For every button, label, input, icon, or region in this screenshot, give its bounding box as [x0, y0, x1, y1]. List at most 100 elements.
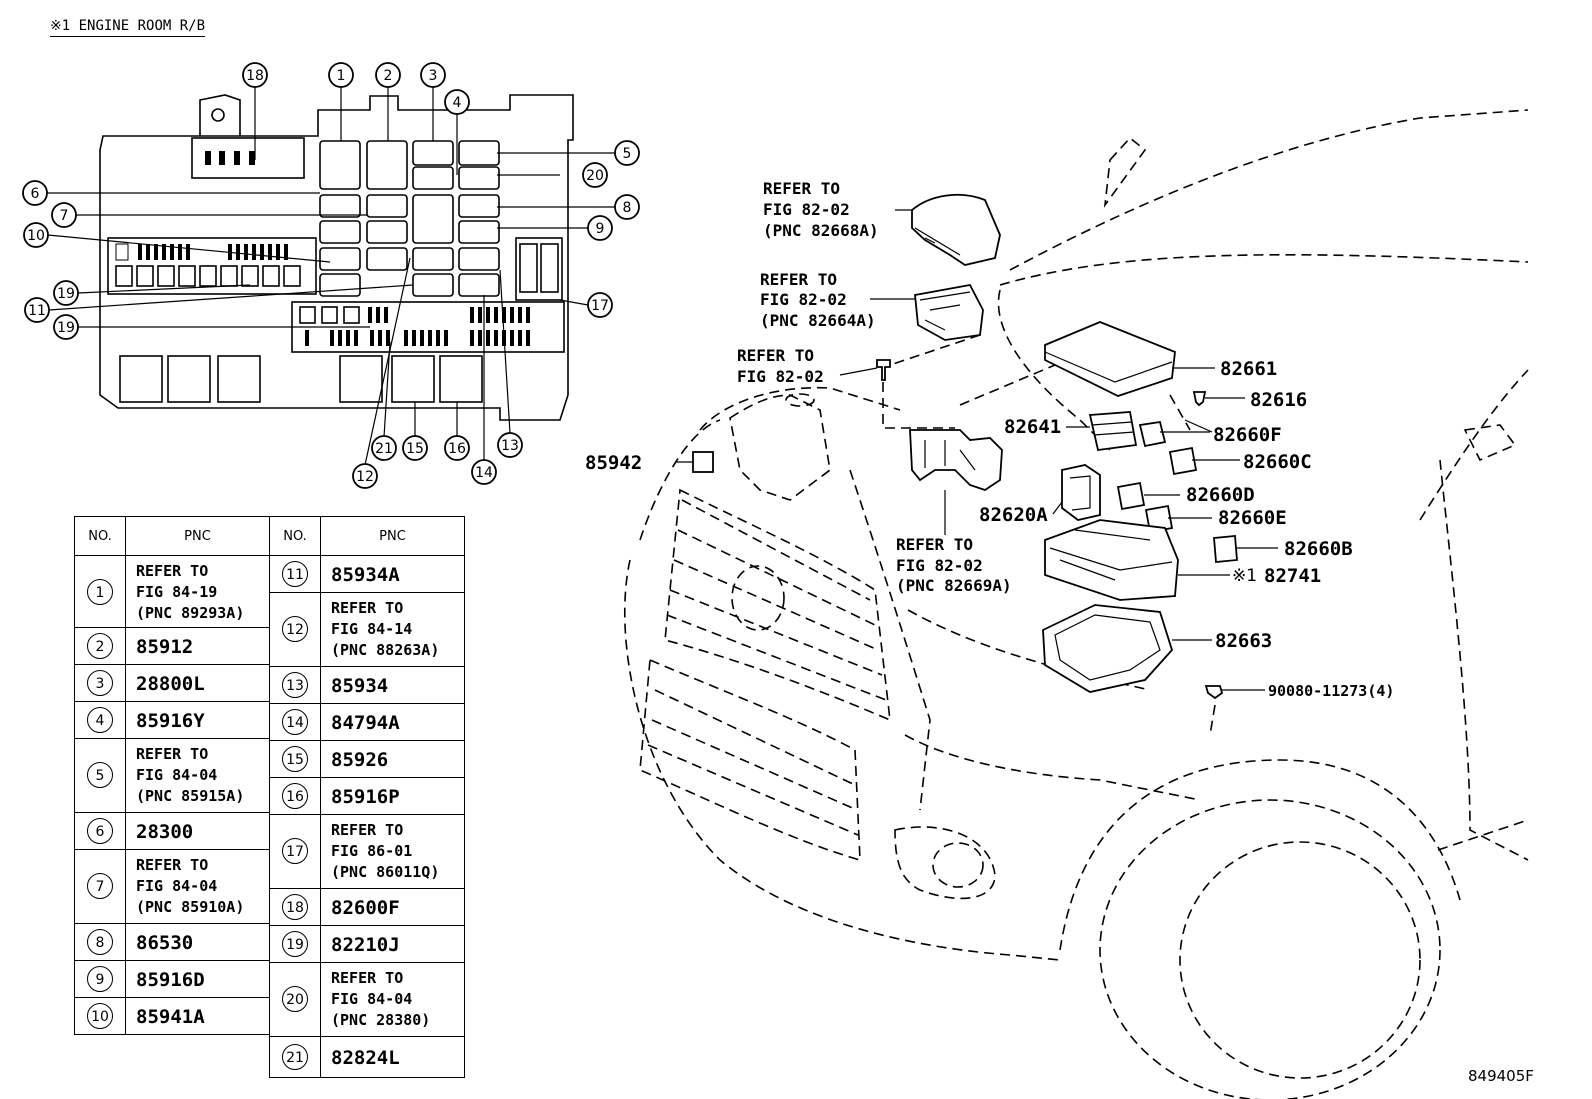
- refer-c-line1: REFER TO: [737, 346, 814, 365]
- diagram-caption: ※1 ENGINE ROOM R/B: [50, 18, 206, 37]
- pnc-value: NO.: [88, 529, 112, 544]
- part-82660D: 82660D: [1186, 484, 1255, 506]
- table-row-4-pnc: 85916Y: [125, 701, 270, 739]
- header-no-left: NO.: [74, 516, 126, 556]
- table-row-17-pnc: REFER TO FIG 86-01 (PNC 86011Q): [320, 814, 465, 889]
- callout-21: 21: [375, 441, 393, 457]
- relay-block-drawing: [99, 94, 574, 421]
- callout-15: 15: [406, 441, 424, 457]
- table-row-5-pnc: REFER TO FIG 84-04 (PNC 85915A): [125, 738, 270, 813]
- table-row-16-pnc: 85916P: [320, 777, 465, 815]
- callout-7: 7: [60, 208, 69, 224]
- pnc-value: REFER TO FIG 84-14 (PNC 88263A): [331, 599, 440, 659]
- callout-16: 16: [448, 441, 466, 457]
- callout-6: 6: [31, 186, 40, 202]
- table-row-9-no: 9: [74, 960, 126, 998]
- pnc-value: PNC: [184, 529, 211, 544]
- table-row-19-pnc: 82210J: [320, 925, 465, 963]
- refer-b-line1: REFER TO: [760, 270, 837, 289]
- refer-d-line2: FIG 82-02: [896, 556, 983, 575]
- figure-id: 849405F: [1468, 1067, 1534, 1085]
- table-row-2-pnc: 85912: [125, 627, 270, 665]
- item-number: 15: [282, 746, 308, 772]
- pnc-value: 28300: [136, 821, 194, 843]
- pnc-value: 85916Y: [136, 710, 205, 732]
- table-row-13-pnc: 85934: [320, 666, 465, 704]
- callout-13: 13: [501, 438, 519, 454]
- table-row-6-no: 6: [74, 812, 126, 850]
- pnc-value: 85916D: [136, 969, 205, 991]
- part-82641: 82641: [1004, 416, 1061, 438]
- part-82616: 82616: [1250, 389, 1307, 411]
- refer-b-line3: (PNC 82664A): [760, 311, 876, 330]
- table-row-1-no: 1: [74, 555, 126, 628]
- callout-19-lower: 19: [57, 320, 75, 336]
- table-row-13-no: 13: [269, 666, 321, 704]
- parts-drawings: [692, 193, 1238, 700]
- item-number: 3: [87, 670, 113, 696]
- callout-19-upper: 19: [57, 286, 75, 302]
- pnc-value: 85916P: [331, 786, 400, 808]
- refer-a-line3: (PNC 82668A): [763, 221, 879, 240]
- item-number: 2: [87, 633, 113, 659]
- table-row-12-pnc: REFER TO FIG 84-14 (PNC 88263A): [320, 592, 465, 667]
- item-number: 19: [282, 931, 308, 957]
- item-number: 7: [87, 873, 113, 899]
- part-82660C: 82660C: [1243, 451, 1312, 473]
- refer-bolt: REFER TO FIG 82-02: [737, 346, 824, 386]
- table-row-15-no: 15: [269, 740, 321, 778]
- item-number: 13: [282, 672, 308, 698]
- item-number: 5: [87, 762, 113, 788]
- table-row-21-pnc: 82824L: [320, 1036, 465, 1078]
- table-row-2-no: 2: [74, 627, 126, 665]
- item-number: 4: [87, 707, 113, 733]
- item-number: 8: [87, 929, 113, 955]
- refer-82664A: REFER TO FIG 82-02 (PNC 82664A): [760, 270, 876, 330]
- pnc-value: 85934: [331, 675, 389, 697]
- table-row-8-no: 8: [74, 923, 126, 961]
- table-row-11-pnc: 85934A: [320, 555, 465, 593]
- table-row-6-pnc: 28300: [125, 812, 270, 850]
- table-row-8-pnc: 86530: [125, 923, 270, 961]
- pnc-value: 28800L: [136, 673, 205, 695]
- parts-leaders: [675, 209, 1278, 691]
- callout-20: 20: [586, 168, 604, 184]
- item-number: 21: [282, 1044, 308, 1070]
- part-82660B: 82660B: [1284, 538, 1353, 560]
- table-row-1-pnc: REFER TO FIG 84-19 (PNC 89293A): [125, 555, 270, 628]
- callout-14: 14: [475, 465, 493, 481]
- callout-10: 10: [27, 228, 45, 244]
- callout-leaders: [47, 87, 615, 466]
- table-row-20-pnc: REFER TO FIG 84-04 (PNC 28380): [320, 962, 465, 1037]
- callout-3: 3: [429, 68, 438, 84]
- pnc-value: 85926: [331, 749, 389, 771]
- table-row-7-no: 7: [74, 849, 126, 924]
- callout-5: 5: [623, 146, 632, 162]
- pnc-value: 82600F: [331, 897, 400, 919]
- pnc-value: NO.: [283, 529, 307, 544]
- part-82741-mark: ※1: [1232, 566, 1257, 586]
- table-row-18-pnc: 82600F: [320, 888, 465, 926]
- refer-a-line1: REFER TO: [763, 179, 840, 198]
- callout-9: 9: [596, 221, 605, 237]
- pnc-value: 85912: [136, 636, 194, 658]
- header-pnc-left: PNC: [125, 516, 270, 556]
- item-number: 20: [282, 986, 308, 1012]
- item-number: 1: [87, 579, 113, 605]
- table-row-12-no: 12: [269, 592, 321, 667]
- table-row-14-pnc: 84794A: [320, 703, 465, 741]
- vehicle-outline: [624, 109, 1529, 1099]
- table-row-18-no: 18: [269, 888, 321, 926]
- pnc-value: REFER TO FIG 84-04 (PNC 85915A): [136, 745, 245, 805]
- table-row-17-no: 17: [269, 814, 321, 889]
- pnc-value: 86530: [136, 932, 194, 954]
- table-row-4-no: 4: [74, 701, 126, 739]
- table-row-14-no: 14: [269, 703, 321, 741]
- callout-11: 11: [28, 303, 46, 319]
- table-row-10-no: 10: [74, 997, 126, 1035]
- pnc-value: 82210J: [331, 934, 400, 956]
- pnc-value: REFER TO FIG 86-01 (PNC 86011Q): [331, 821, 440, 881]
- header-pnc-right: PNC: [320, 516, 465, 556]
- table-row-9-pnc: 85916D: [125, 960, 270, 998]
